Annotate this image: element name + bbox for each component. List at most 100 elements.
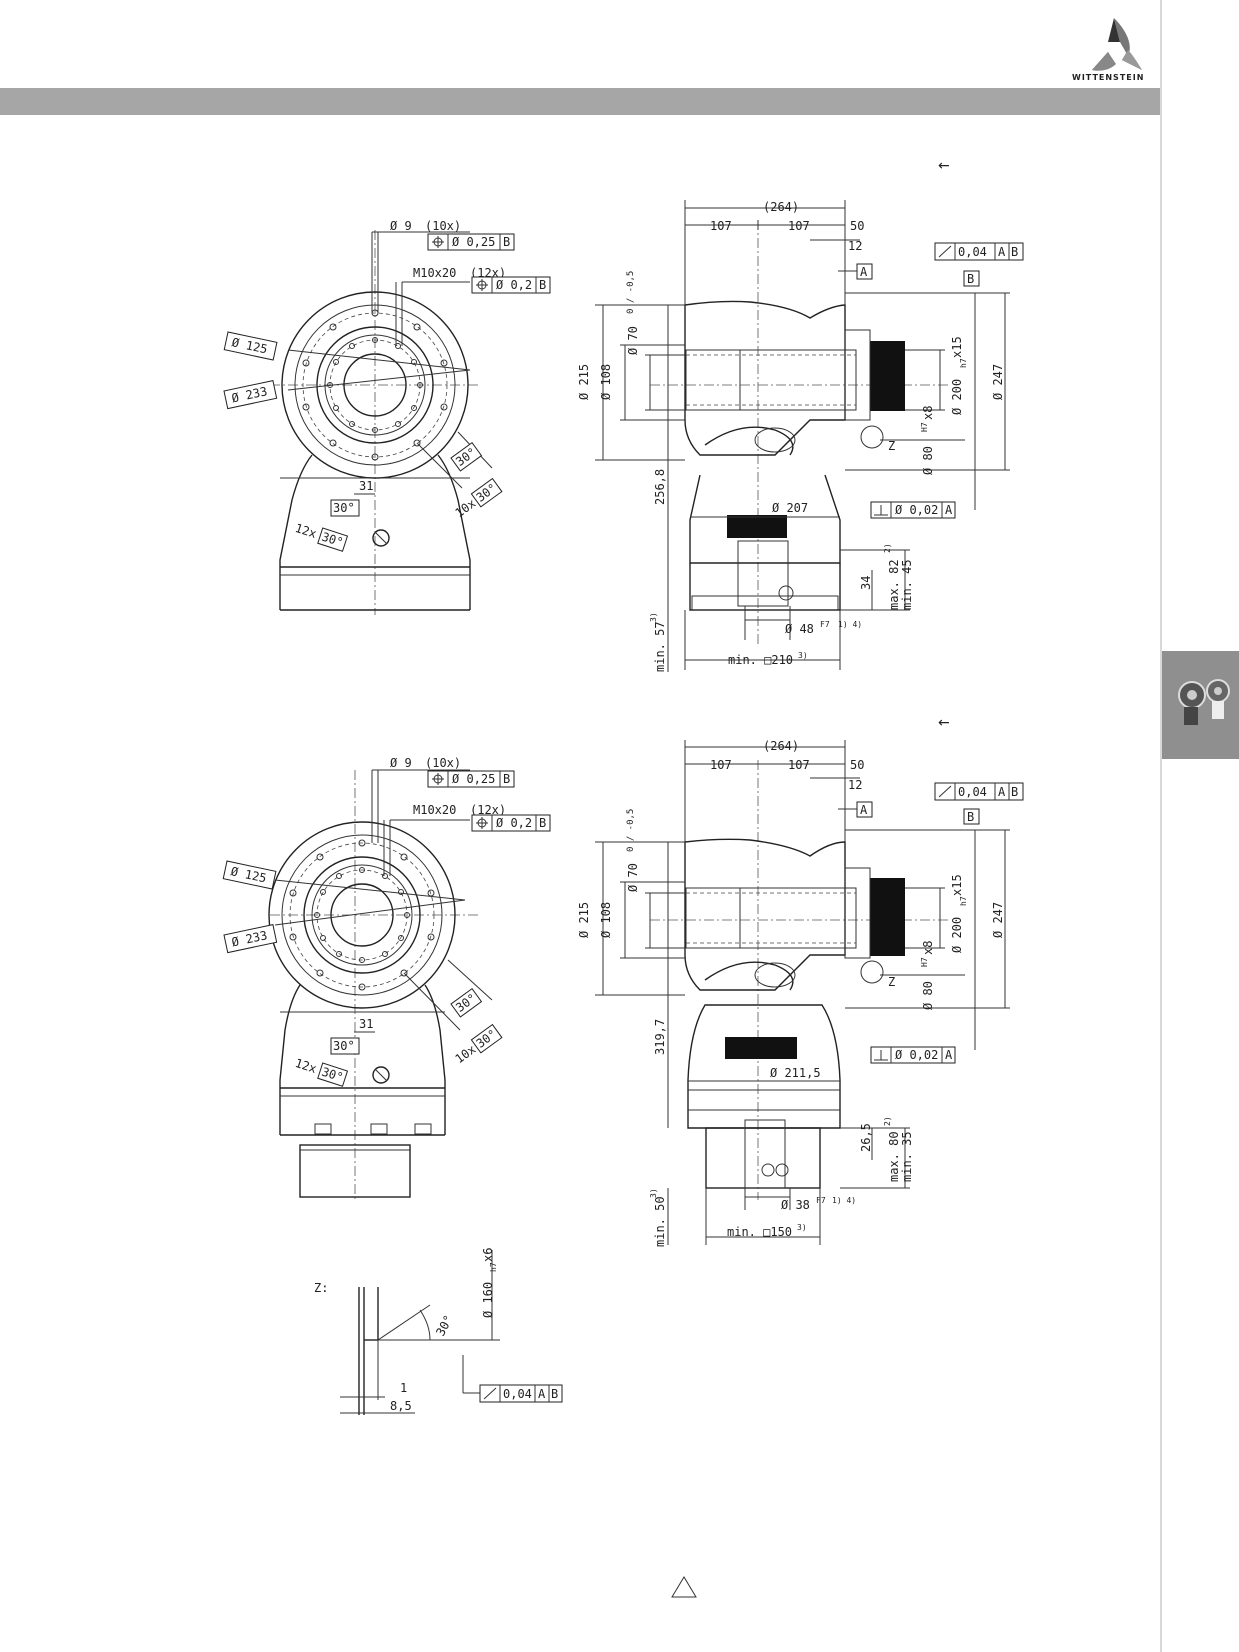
dia-70-label: Ø 70 xyxy=(626,326,640,355)
dim-8-5-label: 8,5 xyxy=(390,1399,412,1413)
dia-200-fit: h7 xyxy=(959,896,968,906)
dia-80-suffix: x8 xyxy=(921,406,935,420)
arrow-left-icon: ← xyxy=(938,158,950,174)
min-square-label: min. □210 xyxy=(728,653,793,667)
dia-38-fit: F7 xyxy=(816,1196,826,1205)
angle-30b-label: 30° xyxy=(333,501,355,515)
page-edge-rule xyxy=(1160,0,1162,1652)
runout-ref-a: A xyxy=(998,245,1006,259)
datum-ref-b: B xyxy=(503,235,510,249)
dia-80-label: Ø 80 xyxy=(921,981,935,1010)
datum-b-label: B xyxy=(967,810,974,824)
hole-count-label: (10x) xyxy=(425,219,461,233)
min-square-note: 3) xyxy=(798,651,808,660)
dia-48-label: Ø 48 xyxy=(785,622,814,636)
position-tolerance-1: Ø 0,25 xyxy=(452,235,495,249)
detail-z-marker: Z xyxy=(888,439,895,453)
perpendicularity-value: Ø 0,02 xyxy=(895,1048,938,1062)
dia-160-suffix: x6 xyxy=(481,1248,495,1262)
header-bar xyxy=(0,88,1160,115)
detail-z-view: Z: Ø 160 h7 x6 30° 1 8,5 0,04 A B xyxy=(314,1248,563,1415)
detail-z-marker: Z xyxy=(888,975,895,989)
dim-50-label: 50 xyxy=(850,219,864,233)
datum-a-label: A xyxy=(860,265,868,279)
dia-48-note: 1) 4) xyxy=(838,620,862,629)
angle-30b-label: 30° xyxy=(333,1039,355,1053)
section-tab[interactable] xyxy=(1162,651,1239,759)
thread-label: M10x20 xyxy=(413,266,456,280)
dim-1-label: 1 xyxy=(400,1381,407,1395)
front-view-1: Ø 9 (10x) Ø 0,25 B M10x20 (12x) Ø 0,2 B … xyxy=(223,219,551,615)
dia-160-label: Ø 160 xyxy=(481,1282,495,1318)
min-57-note: 3) xyxy=(649,612,658,622)
detail-runout-ref-a: A xyxy=(538,1387,546,1401)
min-label: min. 45 xyxy=(900,559,914,610)
dia-200-fit: h7 xyxy=(959,358,968,368)
dia-215-label: Ø 215 xyxy=(577,364,591,400)
front-view-2: Ø 9 (10x) Ø 0,25 B M10x20 (12x) Ø 0,2 B … xyxy=(222,756,551,1200)
position-tolerance-2: Ø 0,2 xyxy=(496,816,532,830)
dia-48-fit: F7 xyxy=(820,620,830,629)
height-label: 256,8 xyxy=(653,469,667,505)
angle-12x-label: 12x xyxy=(293,521,318,541)
max-note: 2) xyxy=(883,1116,892,1126)
min-square-label: min. □150 xyxy=(727,1225,792,1239)
offset-31-label: 31 xyxy=(359,1017,373,1031)
dia-215-label: Ø 215 xyxy=(577,902,591,938)
datum-ref-b: B xyxy=(539,816,546,830)
dim-107b-label: 107 xyxy=(788,219,810,233)
perpendicularity-ref: A xyxy=(945,503,953,517)
arrow-left-icon: ← xyxy=(938,715,950,731)
perpendicularity-value: Ø 0,02 xyxy=(895,503,938,517)
detail-angle-label: 30° xyxy=(433,1313,456,1339)
max-label: max. 80 xyxy=(887,1131,901,1182)
runout-ref-b: B xyxy=(1011,785,1018,799)
perpendicularity-ref: A xyxy=(945,1048,953,1062)
min-square-note: 3) xyxy=(797,1223,807,1232)
dia-70-label: Ø 70 xyxy=(626,863,640,892)
hole-dia-label: Ø 9 xyxy=(390,756,412,770)
dia-38-label: Ø 38 xyxy=(781,1198,810,1212)
dia-108-label: Ø 108 xyxy=(599,902,613,938)
runout-ref-a: A xyxy=(998,785,1006,799)
datum-b-label: B xyxy=(967,272,974,286)
overall-length-label: (264) xyxy=(763,200,799,214)
detail-runout-ref-b: B xyxy=(551,1387,558,1401)
dim-26-label: 26,5 xyxy=(859,1123,873,1152)
dim-50-label: 50 xyxy=(850,758,864,772)
dia-247-label: Ø 247 xyxy=(991,902,1005,938)
thread-count-label: (12x) xyxy=(470,803,506,817)
angle-10x-label: 10x xyxy=(453,496,479,520)
dia-70-tolerance: 0 / -0,5 xyxy=(626,271,636,314)
runout-value: 0,04 xyxy=(958,245,987,259)
angle-12x-value: 30° xyxy=(320,530,345,550)
offset-31-label: 31 xyxy=(359,479,373,493)
dia-80-suffix: x8 xyxy=(921,941,935,955)
thread-label: M10x20 xyxy=(413,803,456,817)
dia-80-fit: H7 xyxy=(920,957,929,967)
dia-108-label: Ø 108 xyxy=(599,364,613,400)
min-57-label: min. 57 xyxy=(653,621,667,672)
min-50-note: 3) xyxy=(649,1188,658,1198)
dim-12-label: 12 xyxy=(848,778,862,792)
runout-value: 0,04 xyxy=(958,785,987,799)
hole-dia-label: Ø 9 xyxy=(390,219,412,233)
dia-160-fit: h7 xyxy=(489,1262,498,1272)
height-label: 319,7 xyxy=(653,1019,667,1055)
dia-38-note: 1) 4) xyxy=(832,1196,856,1205)
dia-211-label: Ø 211,5 xyxy=(770,1066,821,1080)
dia-200-suffix: x15 xyxy=(950,874,964,896)
position-tolerance-1: Ø 0,25 xyxy=(452,772,495,786)
position-tolerance-2: Ø 0,2 xyxy=(496,278,532,292)
side-view-1: (264) 107 107 50 12 A B 0,04 A B Ø 215 Ø… xyxy=(577,200,1024,672)
brand-name: WITTENSTEIN xyxy=(1072,73,1145,82)
dim-107b-label: 107 xyxy=(788,758,810,772)
dia-247-label: Ø 247 xyxy=(991,364,1005,400)
dim-107a-label: 107 xyxy=(710,758,732,772)
wittenstein-logo-icon xyxy=(1092,18,1142,71)
angle-12x-value: 30° xyxy=(320,1065,345,1085)
dia-207-label: Ø 207 xyxy=(772,501,808,515)
angle-12x-label: 12x xyxy=(293,1056,318,1076)
max-label: max. 82 xyxy=(887,559,901,610)
